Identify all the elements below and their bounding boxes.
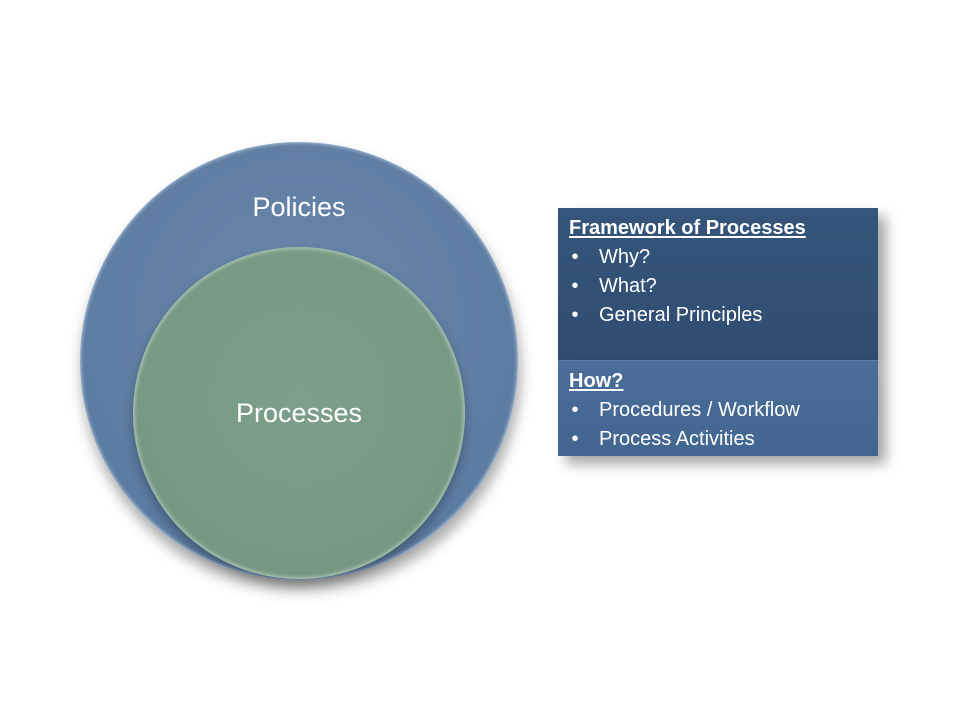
bullet-icon: •: [571, 428, 579, 450]
framework-item-label: Why?: [599, 246, 651, 268]
framework-item-label: What?: [599, 275, 657, 297]
how-heading: How?: [569, 370, 624, 392]
bullet-icon: •: [571, 275, 579, 297]
how-item-activities: • Process Activities: [569, 425, 868, 454]
framework-item-why: • Why?: [569, 243, 868, 272]
framework-heading: Framework of Processes: [569, 217, 806, 239]
policies-label: Policies: [252, 192, 346, 222]
how-list: • Procedures / Workflow • Process Activi…: [569, 396, 868, 454]
how-item-label: Procedures / Workflow: [599, 399, 800, 421]
how-box: How? • Procedures / Workflow • Process A…: [558, 360, 878, 456]
processes-label: Processes: [235, 398, 363, 428]
how-item-label: Process Activities: [599, 428, 755, 450]
how-item-procedures: • Procedures / Workflow: [569, 396, 868, 425]
framework-item-what: • What?: [569, 272, 868, 301]
bullet-icon: •: [571, 399, 579, 421]
framework-item-principles: • General Principles: [569, 301, 868, 330]
bullet-icon: •: [571, 246, 579, 268]
processes-circle: [133, 247, 465, 579]
bullet-icon: •: [571, 304, 579, 326]
framework-box: Framework of Processes • Why? • What? • …: [558, 208, 878, 360]
framework-item-label: General Principles: [599, 304, 763, 326]
framework-list: • Why? • What? • General Principles: [569, 243, 868, 330]
